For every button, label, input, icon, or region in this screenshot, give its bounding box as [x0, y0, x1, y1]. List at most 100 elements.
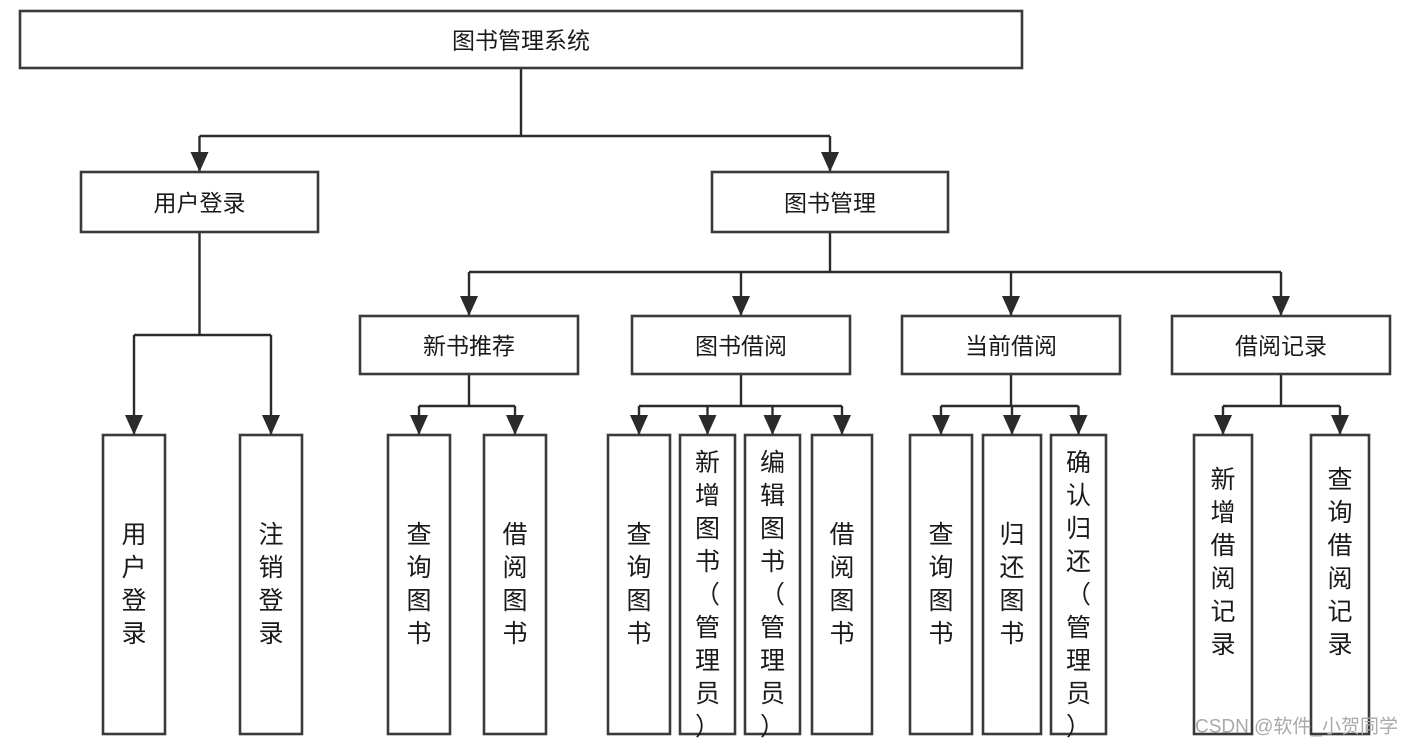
node-leaf-user-login-label-char: 录	[121, 620, 146, 648]
node-leaf-query-book-cur-label-char: 查	[928, 521, 953, 549]
node-leaf-edit-book-label-char: 管	[760, 614, 785, 642]
node-leaf-edit-book-label-char: ）	[760, 713, 785, 741]
node-user-login-label: 用户登录	[154, 190, 246, 216]
connector-bookmanage-to-level3	[460, 232, 1290, 316]
node-leaf-query-book-cur-label-char: 询	[928, 554, 953, 582]
node-leaf-user-login-box[interactable]	[101, 433, 167, 736]
node-book-manage-label: 图书管理	[784, 190, 876, 216]
node-leaf-edit-book-label-char: 辑	[760, 482, 785, 510]
connector-lines-group	[125, 68, 1349, 435]
node-leaf-add-book-label-char: 管	[695, 614, 720, 642]
node-leaf-return-book-label-char: 书	[999, 620, 1024, 648]
node-leaf-query-book-borrow-label-char: 图	[626, 587, 651, 615]
connector-userlogin-to-leaves	[125, 232, 280, 435]
node-leaf-query-book-rec-box[interactable]	[386, 433, 452, 736]
node-new-book-recommend-box[interactable]	[358, 314, 580, 376]
arrow-head-icon	[732, 296, 750, 316]
node-leaf-confirm-return-box[interactable]	[1049, 433, 1108, 736]
connector-borrowrecord-to-leaves	[1214, 374, 1349, 435]
node-borrow-record-box[interactable]	[1170, 314, 1392, 376]
node-leaf-user-login-label-char: 户	[121, 554, 146, 582]
node-leaf-edit-book-label-char: 理	[760, 647, 785, 675]
node-current-borrow-box[interactable]	[900, 314, 1122, 376]
node-leaf-confirm-return-label-char: 认	[1066, 482, 1091, 510]
node-leaf-confirm-return-label-char: （	[1066, 581, 1091, 609]
node-leaf-edit-book-label-char: 编	[760, 449, 785, 477]
node-book-manage[interactable]: 图书管理	[710, 170, 950, 234]
node-leaf-user-login-label-char: 登	[121, 587, 146, 615]
node-leaf-add-book-label-char: 书	[695, 548, 720, 576]
arrow-head-icon	[833, 415, 851, 435]
node-leaf-add-book-box[interactable]	[678, 433, 737, 736]
node-leaf-add-borrow-record-label-char: 增	[1210, 499, 1235, 527]
node-leaf-confirm-return-label-char: 归	[1066, 515, 1091, 543]
node-leaf-add-book-label-char: 图	[695, 515, 720, 543]
node-leaf-add-book-label-char: 员	[695, 680, 720, 708]
node-leaf-query-book-cur-label-char: 图	[928, 587, 953, 615]
arrow-head-icon	[190, 152, 209, 172]
node-leaf-query-borrow-record-label-char: 借	[1327, 532, 1352, 560]
node-leaf-confirm-return-label-char: 还	[1066, 548, 1091, 576]
arrow-head-icon	[125, 415, 143, 435]
node-leaf-add-borrow-record-box[interactable]	[1192, 433, 1254, 736]
connector-bookborrow-to-leaves	[630, 374, 851, 435]
arrow-head-icon	[1069, 415, 1088, 435]
node-book-manage-box[interactable]	[710, 170, 950, 234]
node-leaf-borrow-book-label-char: 书	[829, 620, 854, 648]
node-root-root-box[interactable]	[18, 9, 1024, 70]
node-leaf-query-book-cur-label-char: 书	[928, 620, 953, 648]
node-current-borrow[interactable]: 当前借阅	[900, 314, 1122, 376]
node-root-root[interactable]: 图书管理系统	[18, 9, 1024, 70]
node-leaf-return-book-label-char: 归	[999, 521, 1024, 549]
node-leaf-query-borrow-record-box[interactable]	[1309, 433, 1371, 736]
node-leaf-add-borrow-record-label-char: 记	[1210, 598, 1235, 626]
node-book-borrow-box[interactable]	[630, 314, 852, 376]
node-leaf-query-book-borrow-label-char: 询	[626, 554, 651, 582]
node-new-book-recommend[interactable]: 新书推荐	[358, 314, 580, 376]
node-leaf-logout-label-char: 销	[258, 554, 283, 582]
arrow-head-icon	[1003, 415, 1021, 435]
node-leaf-edit-book-label-char: 书	[760, 548, 785, 576]
node-borrow-record[interactable]: 借阅记录	[1170, 314, 1392, 376]
node-leaf-logout-box[interactable]	[238, 433, 304, 736]
node-leaf-add-borrow-record-label-char: 借	[1210, 532, 1235, 560]
node-leaf-return-book-box[interactable]	[981, 433, 1043, 736]
arrow-head-icon	[1002, 296, 1020, 316]
node-leaf-user-login[interactable]: 用户登录	[101, 433, 167, 736]
node-new-book-recommend-label: 新书推荐	[423, 333, 515, 359]
node-leaf-query-book-borrow-box[interactable]	[606, 433, 672, 736]
node-leaf-query-book-rec-label-char: 图	[406, 587, 431, 615]
node-leaf-query-book-cur-box[interactable]	[908, 433, 974, 736]
node-leaf-confirm-return-label-char: 员	[1066, 680, 1091, 708]
connector-currentborrow-to-leaves	[932, 374, 1088, 435]
node-user-login[interactable]: 用户登录	[79, 170, 320, 234]
node-leaf-edit-book-box[interactable]	[743, 433, 802, 736]
node-user-login-box[interactable]	[79, 170, 320, 234]
node-leaf-borrow-book-rec-box[interactable]	[482, 433, 548, 736]
node-book-borrow[interactable]: 图书借阅	[630, 314, 852, 376]
node-leaf-query-borrow-record-label-char: 询	[1327, 499, 1352, 527]
node-leaf-edit-book-label-char: （	[760, 581, 785, 609]
node-leaf-borrow-book-rec-label-char: 书	[502, 620, 527, 648]
node-leaf-add-borrow-record-label-char: 新	[1210, 466, 1235, 494]
node-leaf-add-book-label-char: 新	[695, 449, 720, 477]
node-leaf-borrow-book-box[interactable]	[810, 433, 874, 736]
node-leaf-add-book-label-char: ）	[695, 713, 720, 741]
node-leaf-edit-book-label-char: 员	[760, 680, 785, 708]
arrow-head-icon	[460, 296, 478, 316]
arrow-head-icon	[1214, 415, 1232, 435]
node-leaf-logout-label-char: 登	[258, 587, 283, 615]
node-book-borrow-label: 图书借阅	[695, 333, 787, 359]
